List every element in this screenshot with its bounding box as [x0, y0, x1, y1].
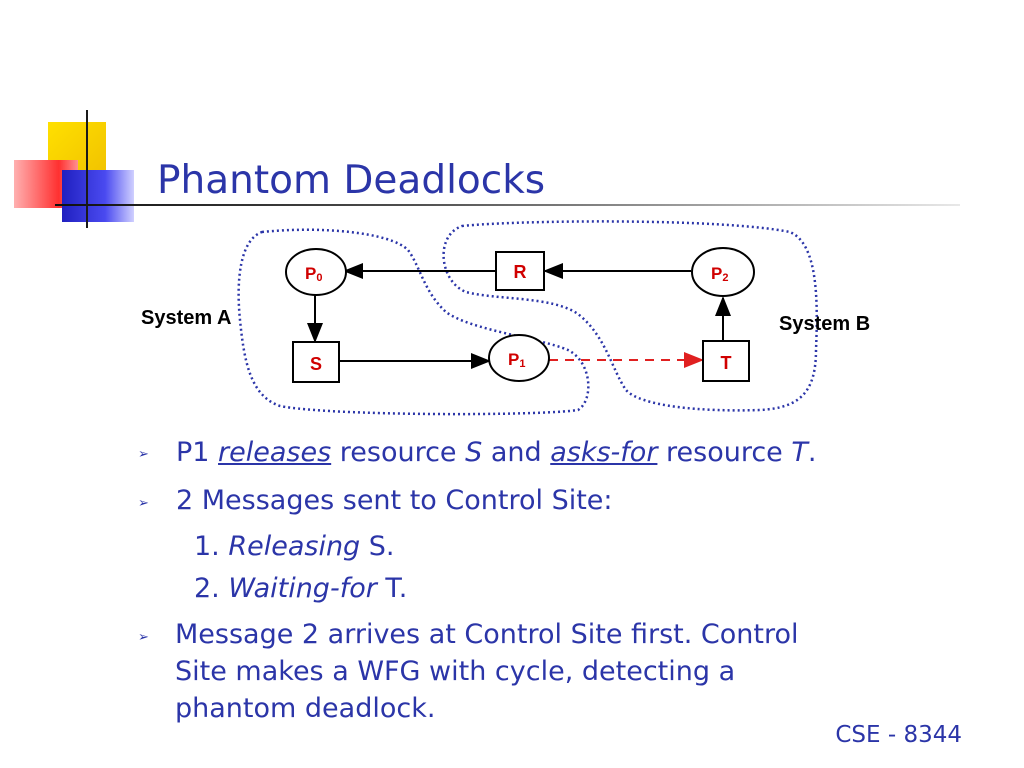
node-p0: P0: [285, 248, 347, 296]
system-b-label: System B: [779, 313, 870, 335]
title-divider: [55, 204, 960, 206]
sub-item-2-num: 2.: [194, 573, 229, 604]
bullet-1-part-2: resource: [331, 437, 466, 468]
system-b-outline: [442, 220, 818, 412]
sub-item-2-em: Waiting-for: [228, 573, 377, 604]
sub-item-2: 2. Waiting-for T.: [194, 572, 407, 606]
node-r: R: [495, 251, 545, 291]
bullet-item-3-line-1: Message 2 arrives at Control Site first.…: [175, 619, 799, 650]
svg-text:P2: P2: [711, 264, 728, 284]
node-p1: P1: [488, 334, 550, 382]
page-title: Phantom Deadlocks: [157, 158, 546, 203]
footer-course-code: CSE - 8344: [835, 722, 962, 748]
svg-text:T: T: [721, 353, 732, 373]
bullet-1-part-0: P1: [176, 437, 219, 468]
bullet-arrow-icon: ➢: [138, 630, 149, 645]
bullet-1-releases: releases: [218, 437, 332, 468]
svg-text:P0: P0: [305, 264, 322, 284]
sub-item-1-num: 1.: [194, 531, 229, 562]
sub-item-1: 1. Releasing S.: [194, 530, 395, 564]
bullet-1-asks-for: asks-for: [550, 437, 658, 468]
sub-item-2-rest: T.: [376, 573, 408, 604]
system-a-outline: [237, 228, 590, 416]
bullet-1-part-6: resource: [657, 437, 792, 468]
deco-vertical-line: [86, 110, 88, 228]
svg-text:P1: P1: [508, 350, 525, 370]
node-p2: P2: [691, 247, 755, 297]
svg-text:R: R: [514, 262, 527, 282]
deco-blue-square: [62, 170, 134, 222]
bullet-arrow-icon: ➢: [138, 496, 149, 511]
system-a-label: System A: [141, 307, 231, 329]
bullet-1-part-4: and: [482, 437, 551, 468]
bullet-item-3-line-3: phantom deadlock.: [175, 693, 436, 724]
bullet-1-s: S: [465, 437, 483, 468]
svg-text:S: S: [310, 354, 322, 374]
bullet-item-3-line-2: Site makes a WFG with cycle, detecting a: [175, 656, 736, 687]
bullet-arrow-icon: ➢: [138, 447, 149, 462]
sub-item-1-rest: S.: [360, 531, 395, 562]
sub-item-1-em: Releasing: [228, 531, 361, 562]
bullet-item-1: P1 releases resource S and asks-for reso…: [176, 436, 816, 470]
node-s: S: [292, 341, 340, 383]
node-t: T: [702, 340, 750, 382]
bullet-1-period: .: [807, 437, 817, 468]
bullet-1-t: T: [791, 437, 808, 468]
bullet-item-2: 2 Messages sent to Control Site:: [176, 485, 613, 516]
